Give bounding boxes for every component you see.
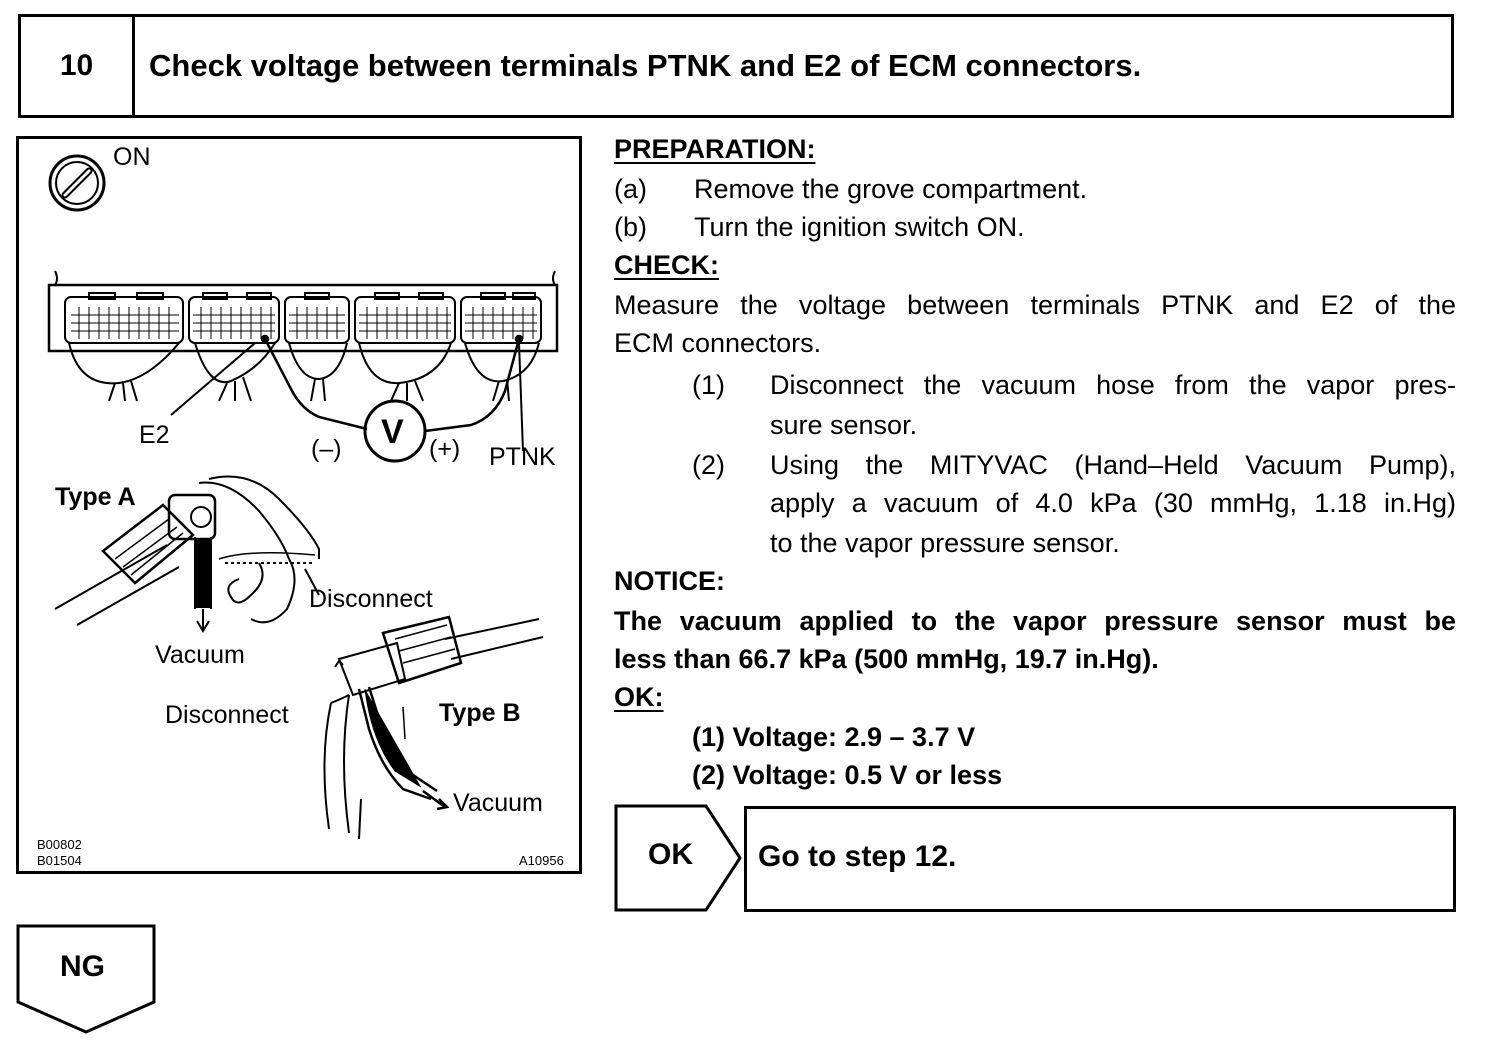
wiring-diagram: ON E2 (–) V (+) PTNK Type A Disconnect V…: [16, 136, 582, 874]
type-a-label: Type A: [55, 483, 136, 511]
meter-leads: [260, 334, 524, 433]
disconnect-b-label: Disconnect: [165, 701, 289, 729]
vacuum-b-label: Vacuum: [453, 789, 543, 817]
prep-item: Remove the grove compartment.: [694, 174, 1088, 204]
check-step-text: sure sensor.: [770, 410, 918, 440]
e2-label: E2: [139, 421, 170, 449]
figure-code: B01504: [37, 853, 82, 868]
diagram-drawing: [47, 154, 559, 840]
ptnk-label: PTNK: [489, 443, 556, 471]
ignition-switch-icon: [48, 154, 106, 212]
wire-harness: [68, 342, 540, 402]
prep-marker: (b): [614, 212, 647, 242]
figure-code: A10956: [519, 853, 564, 868]
ecm-connector-block: [47, 270, 559, 353]
ok-result-box: [744, 806, 1456, 912]
ng-label: NG: [60, 950, 105, 983]
ok-spec-item: (2) Voltage: 0.5 V or less: [692, 760, 1003, 790]
on-label: ON: [113, 143, 151, 171]
type-b-sensor: [323, 615, 544, 840]
check-step-marker: (1): [692, 370, 725, 400]
ok-result-text: Go to step 12.: [758, 840, 957, 873]
ok-arrow-icon: [614, 804, 742, 912]
notice-heading: NOTICE:: [614, 566, 725, 596]
check-heading: CHECK:: [614, 250, 719, 280]
check-step-marker: (2): [692, 450, 725, 480]
step-title: Check voltage between terminals PTNK and…: [149, 48, 1142, 83]
check-text: Measure the voltage between terminals PT…: [614, 290, 1456, 320]
ok-heading: OK:: [614, 682, 664, 712]
meter-label: V: [381, 413, 404, 451]
step-number: 10: [21, 17, 135, 115]
notice-text: less than 66.7 kPa (500 mmHg, 19.7 in.Hg…: [614, 644, 1159, 674]
type-a-sensor: [54, 475, 320, 633]
step-header: 10 Check voltage between terminals PTNK …: [18, 14, 1454, 118]
disconnect-a-label: Disconnect: [309, 585, 433, 613]
ok-label: OK: [648, 838, 693, 871]
ok-spec-item: (1) Voltage: 2.9 – 3.7 V: [692, 722, 976, 752]
vacuum-a-label: Vacuum: [155, 641, 245, 669]
voltmeter-icon: [363, 399, 427, 463]
ptnk-leader: [518, 342, 524, 452]
ng-arrow-icon: [16, 924, 156, 1034]
check-step-text: Disconnect the vacuum hose from the vapo…: [770, 370, 1456, 400]
prep-marker: (a): [614, 174, 647, 204]
positive-label: (+): [429, 435, 461, 463]
check-step-text: apply a vacuum of 4.0 kPa (30 mmHg, 1.18…: [770, 488, 1456, 518]
preparation-heading: PREPARATION:: [614, 134, 816, 164]
check-step-text: Using the MITYVAC (Hand–Held Vacuum Pump…: [770, 450, 1456, 480]
type-b-label: Type B: [439, 699, 521, 727]
check-step-text: to the vapor pressure sensor.: [770, 528, 1120, 558]
negative-label: (–): [311, 435, 342, 463]
notice-text: The vacuum applied to the vapor pressure…: [614, 606, 1456, 636]
check-text: ECM connectors.: [614, 328, 822, 358]
prep-item: Turn the ignition switch ON.: [694, 212, 1025, 242]
e2-leader: [170, 342, 256, 416]
figure-code: B00802: [37, 837, 82, 852]
